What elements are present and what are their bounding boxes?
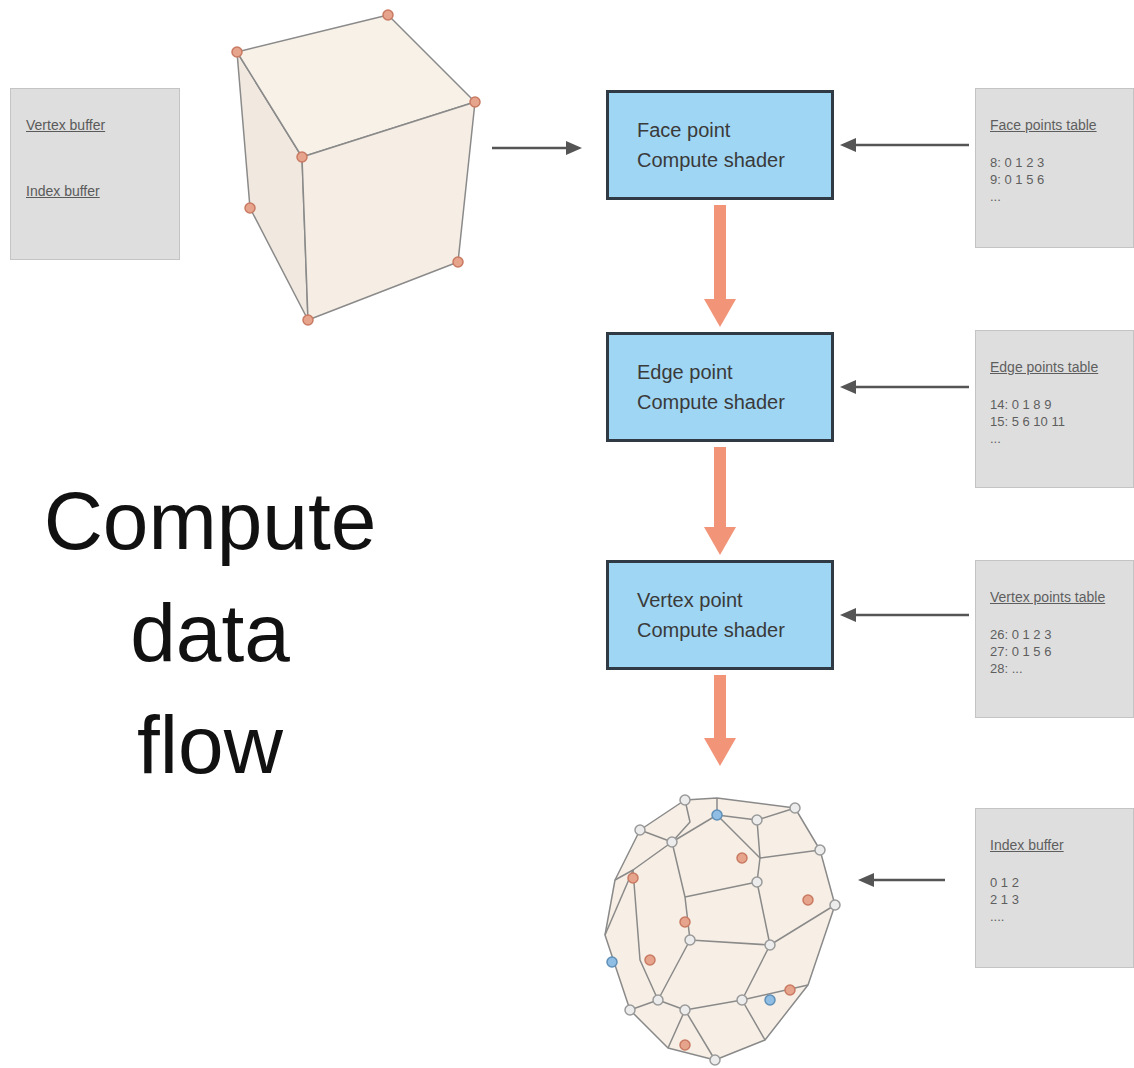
input-arrow [840, 380, 969, 394]
table-box: Face points table 8: 0 1 2 39: 0 1 5 6... [975, 88, 1134, 248]
box-label: Index buffer [26, 183, 169, 199]
title-area: Compute data flow [0, 465, 420, 801]
table-row: 15: 5 6 10 11 [990, 413, 1125, 430]
input-arrow [840, 138, 969, 152]
table-row: 27: 0 1 5 6 [990, 643, 1125, 660]
diagram-title: Compute data flow [44, 465, 377, 801]
table-row: 0 1 2 [990, 874, 1125, 891]
cube-illustration [232, 10, 480, 325]
table-heading: Edge points table [990, 359, 1125, 376]
table-heading: Face points table [990, 117, 1125, 134]
input-arrow [840, 608, 969, 622]
table-row: 28: ... [990, 660, 1125, 677]
box-label: Vertex buffer [26, 117, 169, 133]
table-heading: Vertex points table [990, 589, 1125, 606]
table-row: 14: 0 1 8 9 [990, 396, 1125, 413]
subdivided-mesh [605, 795, 840, 1065]
buffer-box: Vertex bufferIndex buffer [10, 88, 180, 260]
table-row: ... [990, 188, 1125, 205]
flow-arrow [704, 675, 736, 766]
flow-arrow [704, 447, 736, 555]
layout-arrow [492, 141, 945, 887]
table-row: 2 1 3 [990, 891, 1125, 908]
table-row: .... [990, 908, 1125, 925]
box-label: Face point Compute shader [637, 115, 807, 175]
table-row: 26: 0 1 2 3 [990, 626, 1125, 643]
table-heading: Index buffer [990, 837, 1125, 854]
table-row: 8: 0 1 2 3 [990, 154, 1125, 171]
table-box: Index buffer 0 1 22 1 3.... [975, 808, 1134, 968]
table-box: Edge points table 14: 0 1 8 915: 5 6 10 1… [975, 330, 1134, 488]
table-box: Vertex points table 26: 0 1 2 327: 0 1 5 … [975, 560, 1134, 718]
box-label: Vertex point Compute shader [637, 585, 807, 645]
shader-box: Face point Compute shader [606, 90, 834, 200]
table-row: ... [990, 430, 1125, 447]
flow-arrow [704, 205, 736, 327]
table-row: 9: 0 1 5 6 [990, 171, 1125, 188]
shader-box: Vertex point Compute shader [606, 560, 834, 670]
shader-box: Edge point Compute shader [606, 332, 834, 442]
box-label: Edge point Compute shader [637, 357, 807, 417]
